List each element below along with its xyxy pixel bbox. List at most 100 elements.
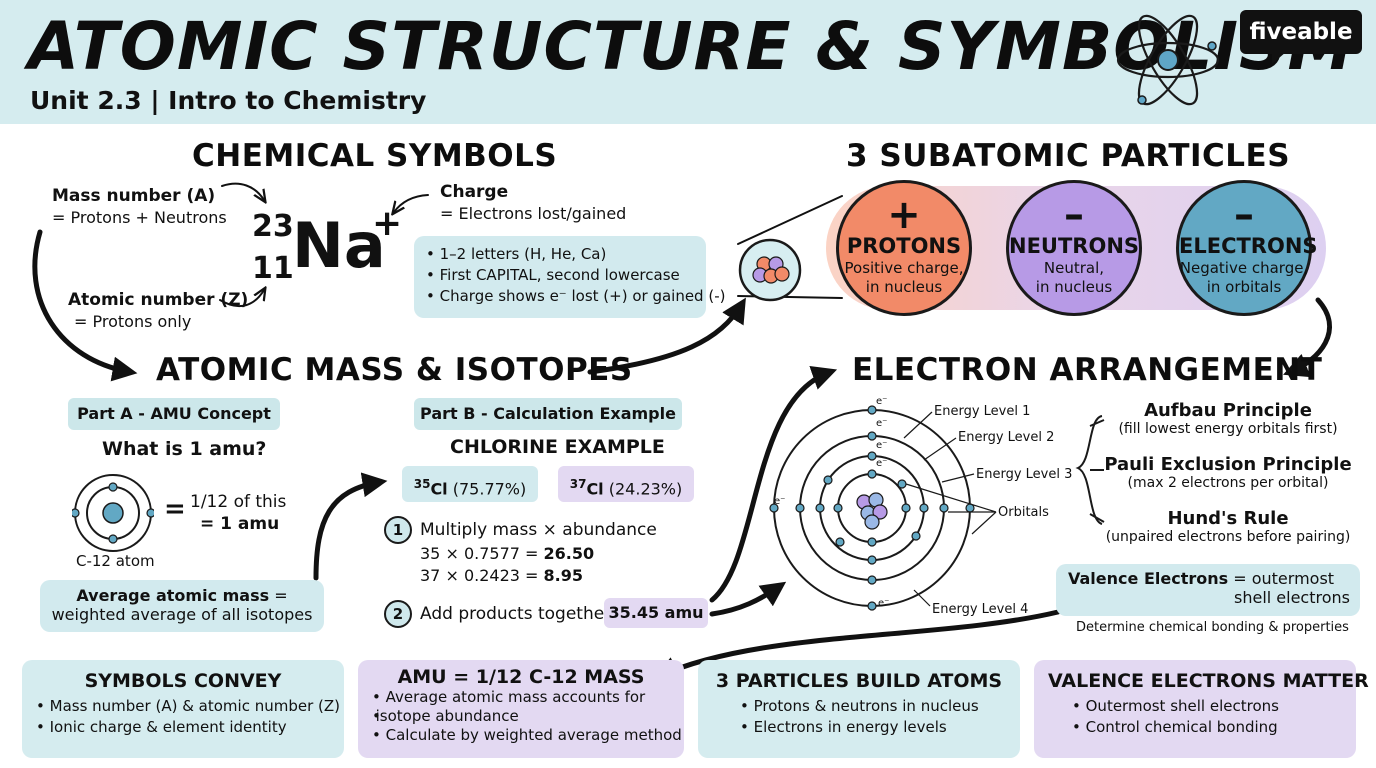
summary-card-valence: VALENCE ELECTRONS MATTER Outermost shell… <box>1034 660 1369 758</box>
mass-number-label: Mass number (A) <box>52 186 216 206</box>
card-item: Protons & neutrons in nucleus <box>740 696 1006 717</box>
average-mass-eq: = <box>269 586 288 605</box>
principles-brace <box>1075 415 1105 525</box>
neutrons-desc-2: in nucleus <box>1035 278 1113 296</box>
fiveable-logo[interactable]: fiveable <box>1240 10 1362 54</box>
arrow-symbols-to-isotopes <box>32 229 138 382</box>
arrow-isotopes-to-particles <box>587 297 746 375</box>
electrons-name: ELECTRONS <box>1179 234 1318 258</box>
summary-card-symbols: SYMBOLS CONVEY Mass number (A) & atomic … <box>22 660 344 758</box>
chlorine-37-badge: 37Cl (24.23%) <box>558 466 694 502</box>
calc-1-result: 26.50 <box>543 544 595 563</box>
carbon-atom-label: C-12 atom <box>76 552 155 570</box>
cl37-symbol: Cl <box>586 479 604 499</box>
electrons-desc: Negative charge, <box>1179 259 1309 277</box>
protons-name: PROTONS <box>846 234 962 258</box>
hunds-rule: Hund's Rule (unpaired electrons before p… <box>1104 508 1352 545</box>
neutrons-desc: Neutral, <box>1043 259 1105 277</box>
card-title: 3 PARTICLES BUILD ATOMS <box>715 670 1003 692</box>
average-mass-box: Average atomic mass = weighted average o… <box>40 580 324 632</box>
hunds-name: Hund's Rule <box>1167 508 1289 529</box>
electron-shell-diagram <box>769 405 975 611</box>
energy-level-4-label: Energy Level 4 <box>932 602 1029 617</box>
symbol-rule: 1–2 letters (H, He, Ca) <box>426 244 706 265</box>
cl35-symbol: Cl <box>430 479 448 499</box>
aufbau-name: Aufbau Principle <box>1144 400 1312 421</box>
summary-card-amu: AMU = 1/12 C-12 MASS Average atomic mass… <box>358 660 684 758</box>
mass-number-value: 23 <box>252 209 294 244</box>
electron-label: e⁻ <box>876 396 888 407</box>
chlorine-35-badge: 35Cl (75.77%) <box>402 466 538 502</box>
heading-atomic-mass-isotopes: ATOMIC MASS & ISOTOPES <box>156 352 633 388</box>
plus-sign: + <box>887 192 921 238</box>
valence-note: Determine chemical bonding & properties <box>1076 620 1349 635</box>
cl37-abundance: (24.23%) <box>603 479 683 499</box>
neutrons-circle: – NEUTRONS Neutral, in nucleus <box>1006 180 1142 316</box>
neutrons-name: NEUTRONS <box>1009 234 1140 258</box>
aufbau-principle: Aufbau Principle (fill lowest energy orb… <box>1104 400 1352 437</box>
heading-electron-arrangement: ELECTRON ARRANGEMENT <box>852 352 1323 388</box>
card-item: Outermost shell electrons <box>1072 696 1342 717</box>
card-title: AMU = 1/12 C-12 MASS <box>397 666 645 688</box>
protons-desc-2: in nucleus <box>865 278 943 296</box>
energy-level-3-label: Energy Level 3 <box>976 467 1073 482</box>
average-mass-term: Average atomic mass <box>76 586 270 605</box>
card-item: Mass number (A) & atomic number (Z) <box>36 696 340 717</box>
symbol-rule: Charge shows e⁻ lost (+) or gained (-) <box>426 286 726 307</box>
card-title: SYMBOLS CONVEY <box>84 670 282 692</box>
page-subtitle: Unit 2.3 | Intro to Chemistry <box>30 86 427 115</box>
cl35-abundance: (75.77%) <box>447 479 527 499</box>
heading-chemical-symbols: CHEMICAL SYMBOLS <box>192 138 558 174</box>
card-item-text: isotope abundance <box>375 707 519 725</box>
equals-sign: = <box>164 494 186 524</box>
valence-def: shell electrons <box>1234 588 1350 607</box>
valence-box: Valence Electrons = outermost shell elec… <box>1056 564 1360 616</box>
protons-desc: Positive charge, <box>844 259 964 277</box>
card-item: Ionic charge & element identity <box>36 717 330 738</box>
amu-definition-result: = 1 amu <box>200 514 280 534</box>
calc-line-1: 35 × 0.7577 = 26.50 <box>420 544 594 563</box>
average-mass-result: 35.45 amu <box>604 598 708 628</box>
electron-label: e⁻ <box>876 440 888 451</box>
valence-term: Valence Electrons <box>1068 569 1229 588</box>
calc-line-2: 37 × 0.2423 = 8.95 <box>420 566 583 585</box>
energy-level-1-label: Energy Level 1 <box>934 404 1031 419</box>
calc-2-expression: 37 × 0.2423 = <box>420 566 544 585</box>
mass-number-desc: = Protons + Neutrons <box>52 208 227 227</box>
charge-label: Charge <box>440 182 509 202</box>
electron-label: e⁻ <box>876 458 888 469</box>
atomic-number-value: 11 <box>252 251 294 286</box>
arrow-result-to-electrons <box>709 366 838 603</box>
ion-charge: + <box>372 203 403 244</box>
pauli-principle: Pauli Exclusion Principle (max 2 electro… <box>1104 454 1352 491</box>
orbitals-label: Orbitals <box>998 505 1049 520</box>
card-title: VALENCE ELECTRONS MATTER <box>1048 670 1369 692</box>
aufbau-desc: (fill lowest energy orbitals first) <box>1118 421 1338 437</box>
calc-1-expression: 35 × 0.7577 = <box>420 544 544 563</box>
symbol-rule: First CAPITAL, second lowercase <box>426 265 706 286</box>
valence-eq: = outermost <box>1228 569 1335 588</box>
amu-question: What is 1 amu? <box>102 438 267 460</box>
cl37-mass: 37 <box>569 477 587 491</box>
atomic-number-label: Atomic number (Z) <box>68 290 249 310</box>
step-2-text: Add products together <box>420 604 612 624</box>
charge-desc: = Electrons lost/gained <box>440 204 627 223</box>
card-item: Average atomic mass accounts for <box>372 688 670 707</box>
arrow-amu-to-example <box>313 472 388 581</box>
cl35-mass: 35 <box>413 477 431 491</box>
minus-sign: – <box>1234 192 1254 238</box>
logo-speech-tail <box>1272 52 1286 64</box>
pauli-name: Pauli Exclusion Principle <box>1104 454 1352 475</box>
electrons-circle: – ELECTRONS Negative charge, in orbitals <box>1176 180 1318 316</box>
pauli-desc: (max 2 electrons per orbital) <box>1127 475 1329 491</box>
arrow-result-to-shells <box>709 581 787 617</box>
protons-circle: + PROTONS Positive charge, in nucleus <box>836 180 972 316</box>
atom-icon <box>1116 14 1220 106</box>
carbon-atom-icon <box>72 474 154 552</box>
electrons-desc-2: in orbitals <box>1206 278 1282 296</box>
card-item: Calculate by weighted average method <box>372 726 682 745</box>
calc-2-result: 8.95 <box>543 566 583 585</box>
atomic-number-desc: = Protons only <box>74 312 192 331</box>
